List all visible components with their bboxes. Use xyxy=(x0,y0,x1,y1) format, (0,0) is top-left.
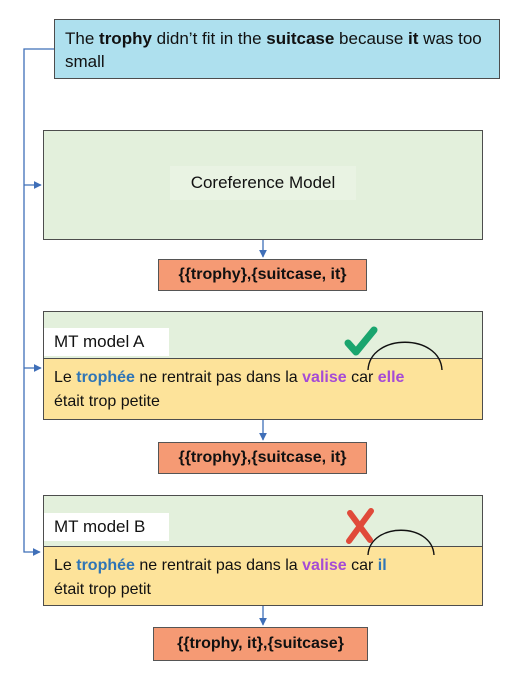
check-mark-icon xyxy=(344,326,378,356)
word-elle: elle xyxy=(377,369,405,386)
coreference-model-label: Coreference Model xyxy=(170,166,356,200)
word-trophee: trophée xyxy=(76,557,135,574)
cross-mark-icon xyxy=(346,508,374,544)
word-trophee: trophée xyxy=(76,369,135,386)
word-valise: valise xyxy=(302,557,347,574)
mt-model-a-label: MT model A xyxy=(44,328,169,356)
translation-text-part: était trop petite xyxy=(54,393,160,410)
word-il: il xyxy=(377,557,387,574)
coreference-arc-b xyxy=(367,529,435,556)
translation-text-part: car xyxy=(346,557,378,574)
translation-text-part: ne rentrait pas dans la xyxy=(134,369,303,386)
mt-model-b-label: MT model B xyxy=(44,513,169,541)
translation-text-part: car xyxy=(346,369,378,386)
word-valise: valise xyxy=(302,369,347,386)
input-text-part: was too small xyxy=(65,29,482,71)
mt-model-b-translation: Le trophée ne rentrait pas dans la valis… xyxy=(43,546,483,606)
input-text-part: because xyxy=(334,29,409,48)
input-connector-line xyxy=(23,48,54,556)
translation-text-part: Le xyxy=(54,369,77,386)
input-text-part: The xyxy=(65,29,100,48)
input-word-suitcase: suitcase xyxy=(266,29,335,48)
coreference-arc-a xyxy=(367,341,443,371)
translation-text-part: était trop petit xyxy=(54,581,151,598)
translation-text-part: Le xyxy=(54,557,77,574)
translation-text-part: ne rentrait pas dans la xyxy=(134,557,303,574)
mt-model-b-result-box: {{trophy, it},{suitcase} xyxy=(153,627,368,661)
mt-model-a-translation: Le trophée ne rentrait pas dans la valis… xyxy=(43,358,483,420)
input-word-trophy: trophy xyxy=(99,29,152,48)
mt-model-a-result-box: {{trophy},{suitcase, it} xyxy=(158,442,367,474)
input-text-part: didn’t fit in the xyxy=(151,29,267,48)
input-word-it: it xyxy=(408,29,419,48)
coreference-result-box: {{trophy},{suitcase, it} xyxy=(158,259,367,291)
input-sentence-box: The trophy didn’t fit in the suitcase be… xyxy=(54,19,500,79)
